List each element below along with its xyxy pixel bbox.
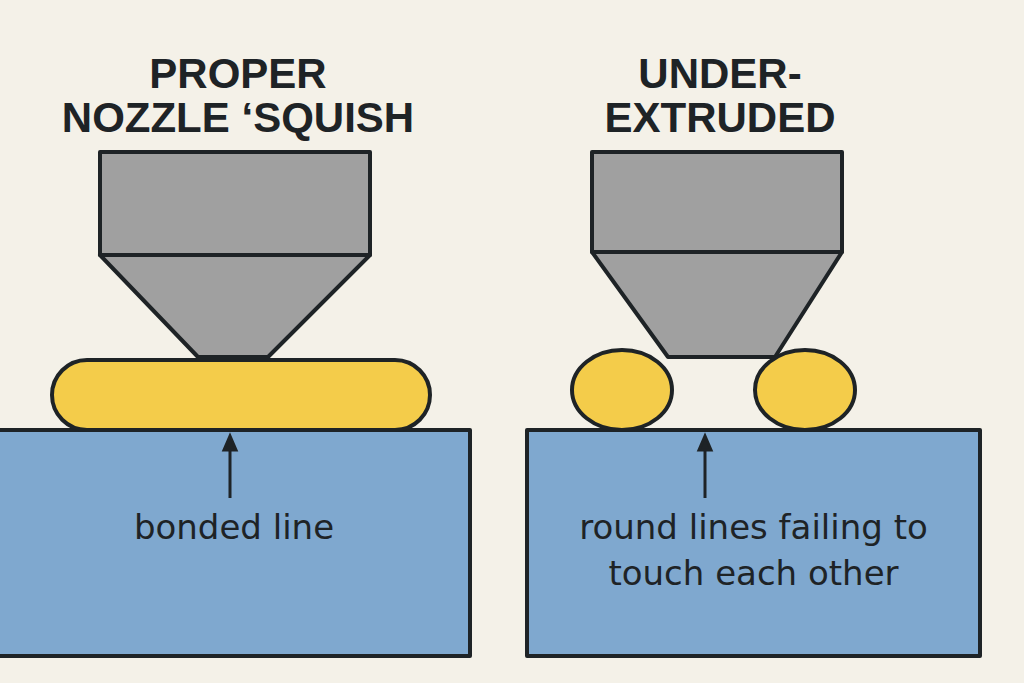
panel-caption: bonded line bbox=[24, 504, 444, 550]
nozzle-body bbox=[100, 152, 370, 255]
print-bed bbox=[527, 430, 980, 656]
pointer-arrow bbox=[229, 446, 232, 498]
heading: NOZZLE ‘SQUISH bbox=[62, 96, 414, 140]
arrow-head bbox=[699, 436, 711, 450]
heading: PROPER bbox=[149, 52, 326, 96]
nozzle-body bbox=[592, 152, 842, 252]
arrow-head bbox=[224, 436, 236, 450]
nozzle-cone bbox=[100, 255, 370, 357]
pointer-arrow bbox=[704, 446, 707, 498]
panel-caption: round lines failing to touch each other bbox=[574, 504, 934, 596]
heading: UNDER- bbox=[638, 52, 801, 96]
print-bed bbox=[0, 430, 470, 656]
bed-panel: bonded line bbox=[0, 432, 468, 654]
round-filament bbox=[572, 350, 672, 430]
squished-filament bbox=[52, 360, 430, 430]
round-filament bbox=[755, 350, 855, 430]
heading: EXTRUDED bbox=[604, 96, 835, 140]
bed-panel: round lines failing to touch each other bbox=[529, 432, 978, 654]
nozzle-cone bbox=[592, 252, 842, 357]
